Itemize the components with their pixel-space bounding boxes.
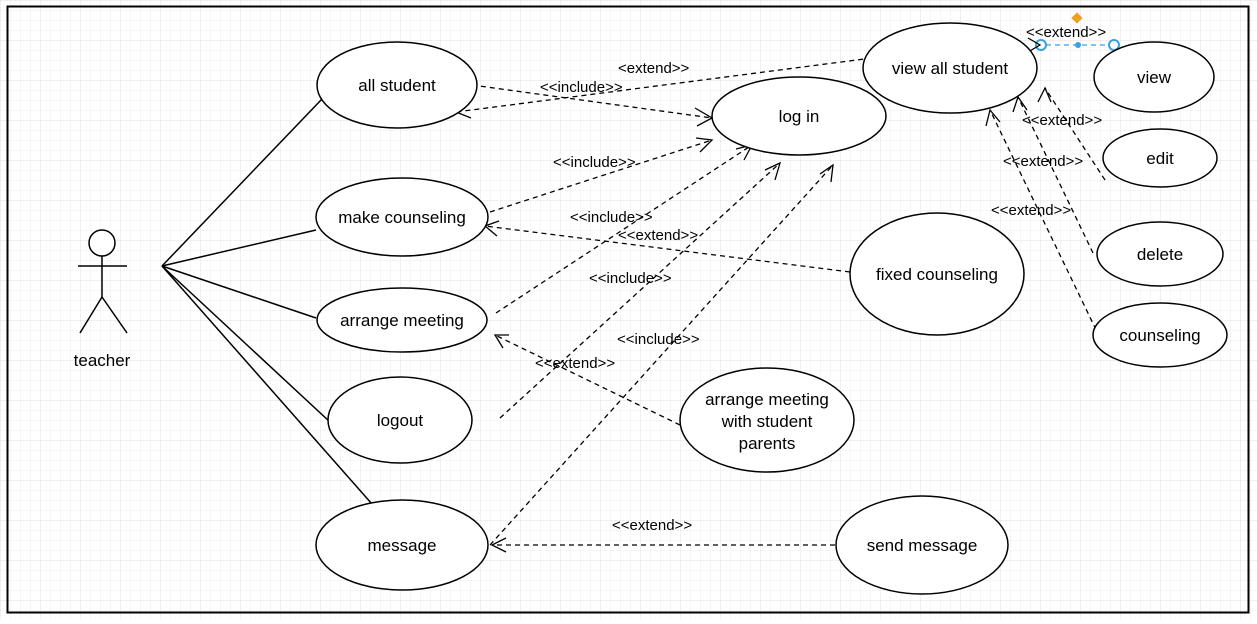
use-case-edit[interactable] <box>1102 128 1218 188</box>
label-all-student: all student <box>358 76 436 95</box>
use-case-message[interactable] <box>315 499 489 591</box>
dep-edit-view-all <box>1044 87 1106 181</box>
label-extend-send-message: <<extend>> <box>612 517 692 534</box>
label-extend-view: <<extend>> <box>1026 24 1106 41</box>
label-include-make-counseling: <<include>> <box>553 154 636 171</box>
label-make-counseling: make counseling <box>338 208 466 227</box>
use-case-send-message[interactable] <box>835 495 1009 595</box>
actor-teacher[interactable] <box>78 229 128 334</box>
label-arrange-parents-line-2: with student <box>721 412 813 431</box>
label-arrange-parents-line-1: arrange meeting <box>705 390 829 409</box>
edge-handle-end[interactable] <box>1108 39 1120 51</box>
assoc-arrange-meeting <box>161 265 317 319</box>
label-view: view <box>1137 68 1172 87</box>
assoc-logout <box>161 265 331 423</box>
dep-arrange-meeting-login <box>495 144 753 314</box>
dependencies <box>455 57 1106 546</box>
use-case-all-student[interactable] <box>316 41 478 129</box>
selected-extend-edge[interactable] <box>1035 12 1120 51</box>
dep-make-counseling-login <box>489 139 713 213</box>
edge-handle-mid[interactable] <box>1075 42 1081 48</box>
use-case-arrange-meeting[interactable] <box>316 287 488 353</box>
label-arrange-meeting: arrange meeting <box>340 311 464 330</box>
dep-counseling-view-all <box>989 109 1101 339</box>
actor-head <box>88 229 116 257</box>
dep-logout-login <box>499 162 781 419</box>
actor-label: teacher <box>74 351 131 370</box>
use-case-fixed-counseling[interactable] <box>849 212 1025 336</box>
dep-all-student-login <box>471 84 713 119</box>
edge-label-handle[interactable] <box>1071 12 1083 24</box>
assoc-message <box>161 265 373 505</box>
use-case-log-in[interactable] <box>711 76 887 156</box>
use-case-view-all-student[interactable] <box>862 22 1038 114</box>
use-case-labels: all student make counseling arrange meet… <box>338 59 1200 555</box>
assoc-all-student <box>161 98 323 267</box>
label-log-in: log in <box>779 107 820 126</box>
dep-fixed-counseling-make-counseling <box>484 225 851 273</box>
label-view-all-student: view all student <box>892 59 1009 78</box>
label-edit: edit <box>1146 149 1174 168</box>
label-delete: delete <box>1137 245 1183 264</box>
label-logout: logout <box>377 411 424 430</box>
use-case-counseling[interactable] <box>1092 302 1228 368</box>
label-extend-fixed-counseling: <<extend>> <box>618 227 698 244</box>
label-arrange-parents-line-3: parents <box>739 434 796 453</box>
actor-right-leg <box>101 296 128 334</box>
label-counseling: counseling <box>1119 326 1200 345</box>
diagram-frame <box>6 5 1250 614</box>
label-extend-arrange-parents: <<extend>> <box>535 355 615 372</box>
use-case-logout[interactable] <box>327 376 473 464</box>
label-fixed-counseling: fixed counseling <box>876 265 998 284</box>
use-cases <box>315 22 1228 595</box>
dep-arrange-parents-arrange-meeting <box>494 334 681 426</box>
label-send-message: send message <box>867 536 978 555</box>
actor-left-leg <box>79 296 103 334</box>
use-case-make-counseling[interactable] <box>315 177 489 257</box>
label-include-all-student: <<include>> <box>540 79 623 96</box>
dep-delete-view-all <box>1017 96 1094 254</box>
associations <box>161 98 373 505</box>
assoc-make-counseling <box>161 229 317 267</box>
stereotype-labels: <extend>> <<include>> <<include>> <<incl… <box>535 24 1106 534</box>
use-case-delete[interactable] <box>1096 221 1224 287</box>
label-extend-delete: <<extend>> <box>1003 153 1083 170</box>
dep-view-all-student-all-student <box>455 57 873 113</box>
dep-message-login <box>489 164 834 546</box>
label-include-arrange-meeting: <<include>> <box>570 209 653 226</box>
label-message: message <box>368 536 437 555</box>
label-extend-edit: <<extend>> <box>1022 112 1102 129</box>
use-case-view[interactable] <box>1093 41 1215 113</box>
use-case-arrange-meeting-with-student-parents[interactable] <box>679 367 855 473</box>
label-extend-counseling: <<extend>> <box>991 202 1071 219</box>
label-extend-view-all-student: <extend>> <box>618 60 690 77</box>
label-include-logout: <<include>> <box>589 270 672 287</box>
label-include-message: <<include>> <box>617 331 700 348</box>
